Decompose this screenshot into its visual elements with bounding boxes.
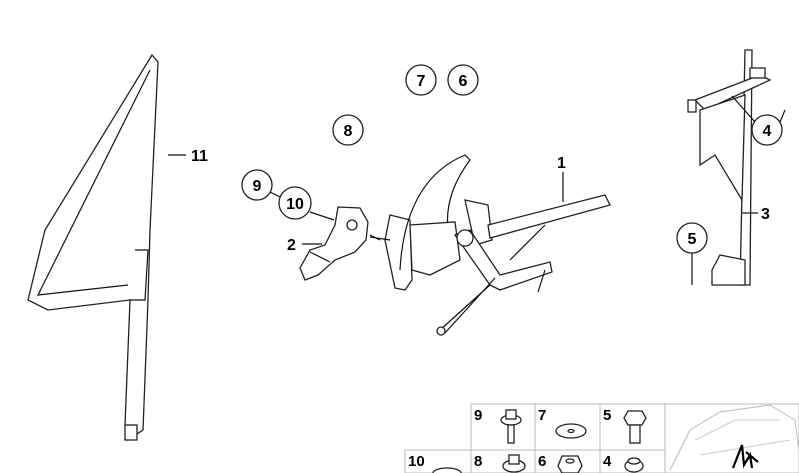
callout-9[interactable]: 9 xyxy=(253,178,262,195)
part-2-motor[interactable] xyxy=(299,206,381,281)
hex-bolt-icon xyxy=(623,410,647,444)
collar-bolt-icon xyxy=(500,409,522,444)
callout-8-circle[interactable] xyxy=(332,114,364,146)
callout-7[interactable]: 7 xyxy=(417,73,426,90)
collar-nut-icon xyxy=(502,454,526,473)
callout-5[interactable]: 5 xyxy=(688,231,697,248)
callout-4[interactable]: 4 xyxy=(763,123,772,140)
callout-10-circle[interactable] xyxy=(278,186,312,220)
grid-label-9: 9 xyxy=(474,407,482,424)
part-3-guide-rail[interactable] xyxy=(687,49,772,286)
grid-label-4: 4 xyxy=(603,453,612,470)
part-11-window-frame[interactable] xyxy=(27,53,159,442)
callout-9-circle[interactable] xyxy=(241,169,273,201)
part-1-window-regulator[interactable] xyxy=(369,154,611,336)
fastener-grid: 9 7 5 10 8 6 4 xyxy=(404,403,799,473)
callout-6[interactable]: 6 xyxy=(459,73,468,90)
callout-7-circle[interactable] xyxy=(405,64,437,96)
callout-6-circle[interactable] xyxy=(447,64,479,96)
hex-nut-icon xyxy=(557,455,583,473)
grid-label-5: 5 xyxy=(603,407,611,424)
callout-3[interactable]: 3 xyxy=(761,206,770,223)
callout-11[interactable]: 11 xyxy=(191,148,208,165)
callout-1[interactable]: 1 xyxy=(557,155,566,172)
callout-5-circle[interactable] xyxy=(676,222,708,254)
callout-4-circle[interactable] xyxy=(751,114,783,146)
grommet-icon xyxy=(432,467,462,473)
washer-icon xyxy=(555,423,587,439)
callout-8[interactable]: 8 xyxy=(344,123,353,140)
grid-label-10: 10 xyxy=(408,453,425,470)
car-thumbnail-icon xyxy=(669,404,799,471)
clip-icon xyxy=(624,457,644,473)
grid-label-8: 8 xyxy=(474,453,482,470)
grid-label-6: 6 xyxy=(538,453,546,470)
callout-2[interactable]: 2 xyxy=(287,237,296,254)
grid-label-7: 7 xyxy=(538,407,546,424)
callout-10[interactable]: 10 xyxy=(286,196,304,213)
